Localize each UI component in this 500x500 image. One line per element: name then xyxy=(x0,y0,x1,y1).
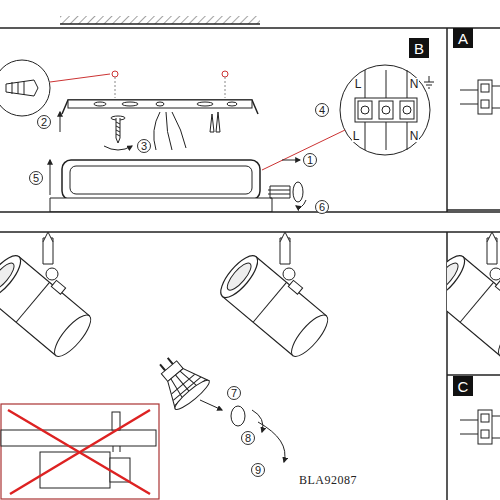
terminal-name: L xyxy=(354,78,363,90)
panel-letter: B xyxy=(409,38,429,58)
callout-number: 5 xyxy=(29,171,43,185)
callout-number: 3 xyxy=(137,139,151,153)
terminal-name: L xyxy=(352,130,361,142)
callout-number: 9 xyxy=(251,463,265,477)
panel-letter: C xyxy=(453,376,473,396)
model-number: BLA92087 xyxy=(298,474,358,486)
callout-number: 8 xyxy=(241,431,255,445)
terminal-name: N xyxy=(409,78,420,90)
terminal-name: N xyxy=(409,130,420,142)
callout-number: 6 xyxy=(315,200,329,214)
callout-number: 2 xyxy=(37,115,51,129)
panel-letter: A xyxy=(453,28,473,48)
callout-number: 1 xyxy=(303,153,317,167)
callout-number: 4 xyxy=(315,103,329,117)
callout-number: 7 xyxy=(227,386,241,400)
